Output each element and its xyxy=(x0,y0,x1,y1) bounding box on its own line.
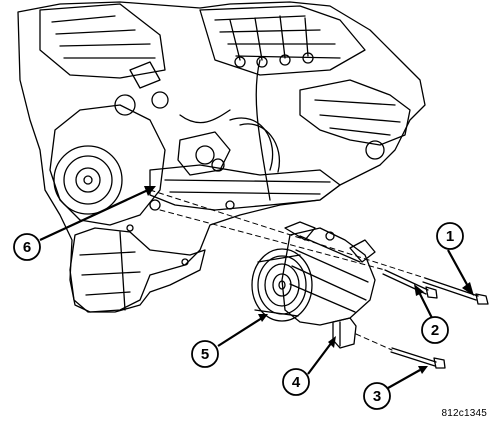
callout-label: 3 xyxy=(373,388,381,405)
callout-3: 3 xyxy=(363,382,391,410)
callout-2: 2 xyxy=(421,316,449,344)
leader-lines xyxy=(39,189,471,389)
callout-label: 2 xyxy=(431,322,439,339)
callout-label: 6 xyxy=(23,239,31,256)
bolt-lower xyxy=(390,347,446,369)
bolt-upper xyxy=(422,277,489,305)
spacer xyxy=(332,317,357,349)
leader-arrowheads xyxy=(144,186,474,374)
callout-label: 5 xyxy=(201,346,209,363)
compressor-pulley xyxy=(251,248,313,322)
callout-4: 4 xyxy=(282,368,310,396)
callout-label: 1 xyxy=(446,228,454,245)
alignment-lines xyxy=(149,189,426,351)
callout-5: 5 xyxy=(191,340,219,368)
callout-6: 6 xyxy=(13,233,41,261)
engine-block xyxy=(17,1,426,313)
ac-compressor xyxy=(281,221,376,326)
callout-1: 1 xyxy=(436,222,464,250)
callout-label: 4 xyxy=(292,374,301,391)
figure-id: 812c1345 xyxy=(441,408,487,419)
